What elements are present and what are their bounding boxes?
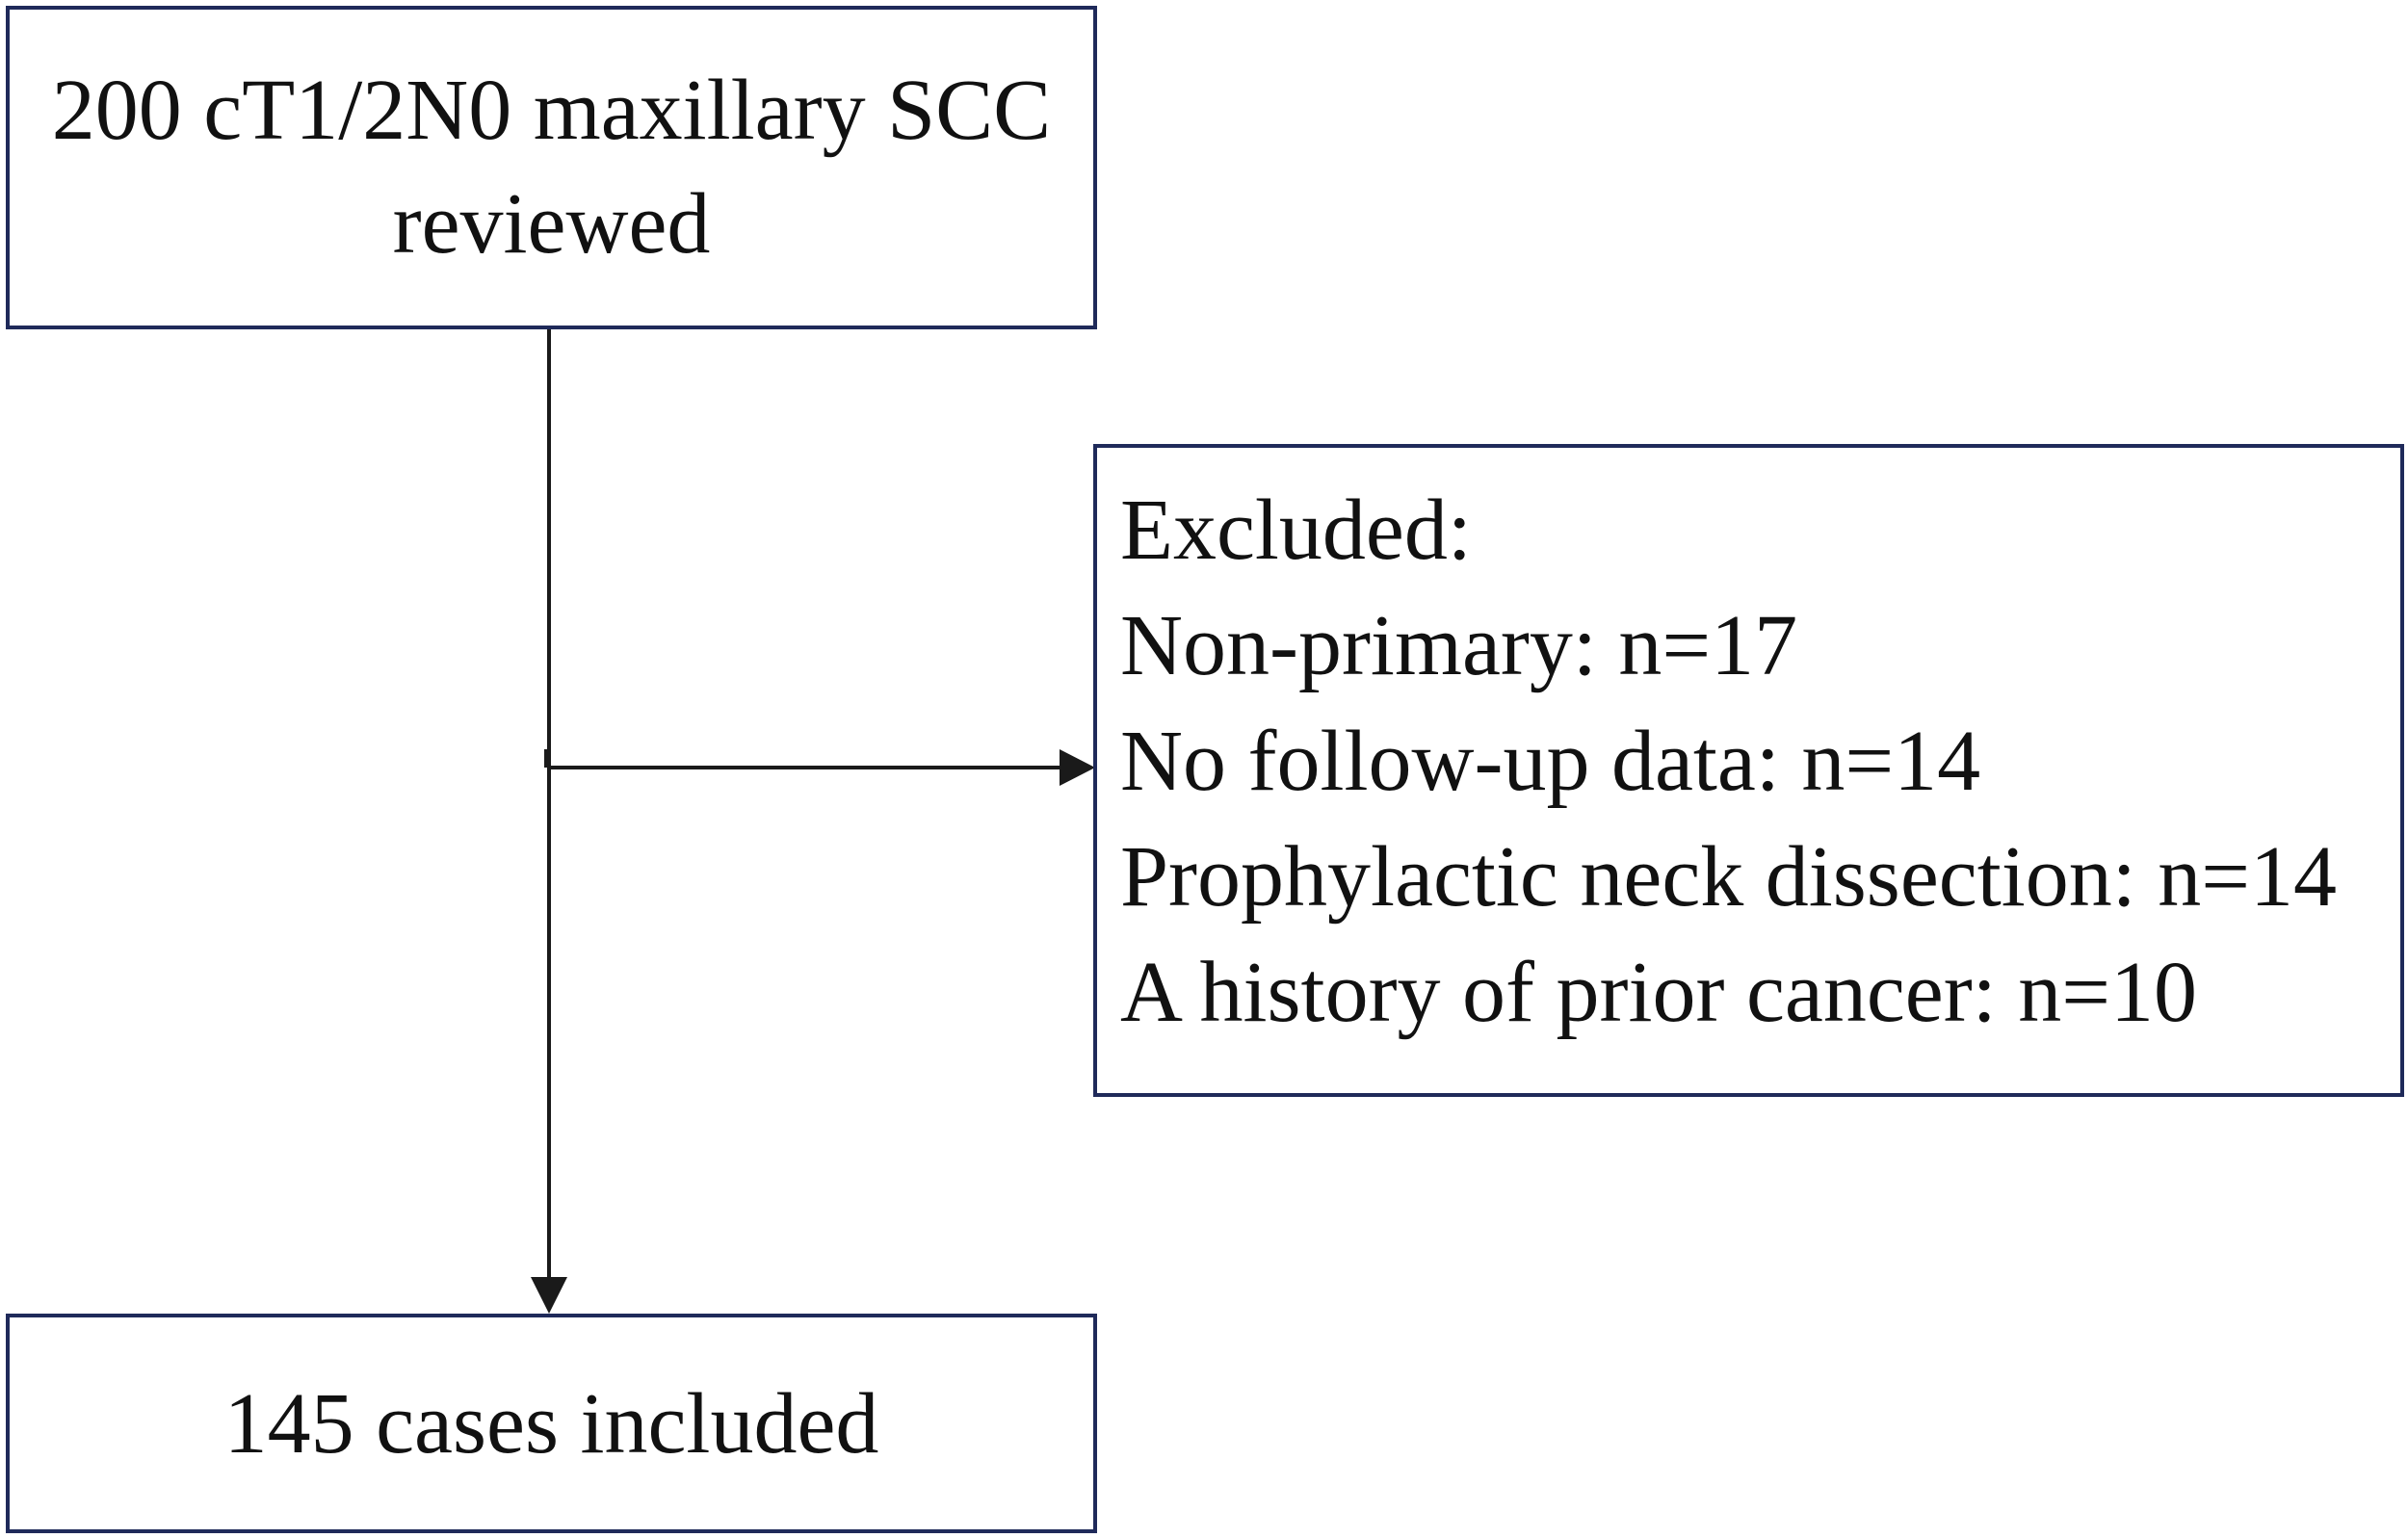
excluded-item-no-follow-up: No follow-up data: n=14 xyxy=(1120,714,1981,809)
right-arrow-head xyxy=(1060,749,1095,786)
reviewed-subtitle: reviewed xyxy=(392,176,711,272)
included-box: 145 cases included xyxy=(6,1314,1097,1533)
included-label: 145 cases included xyxy=(223,1375,879,1472)
excluded-item-prior-cancer: A history of prior cancer: n=10 xyxy=(1120,945,2197,1040)
excluded-item-non-primary: Non-primary: n=17 xyxy=(1120,598,1798,693)
excluded-box: Excluded: Non-primary: n=17 No follow-up… xyxy=(1093,444,2404,1097)
reviewed-box: 200 cT1/2N0 maxillary SCC reviewed xyxy=(6,6,1097,329)
reviewed-title: 200 cT1/2N0 maxillary SCC xyxy=(51,63,1052,158)
excluded-heading: Excluded: xyxy=(1120,482,1472,578)
excluded-item-prophylactic: Prophylactic neck dissection: n=14 xyxy=(1120,829,2337,925)
down-arrow-head xyxy=(531,1277,567,1314)
